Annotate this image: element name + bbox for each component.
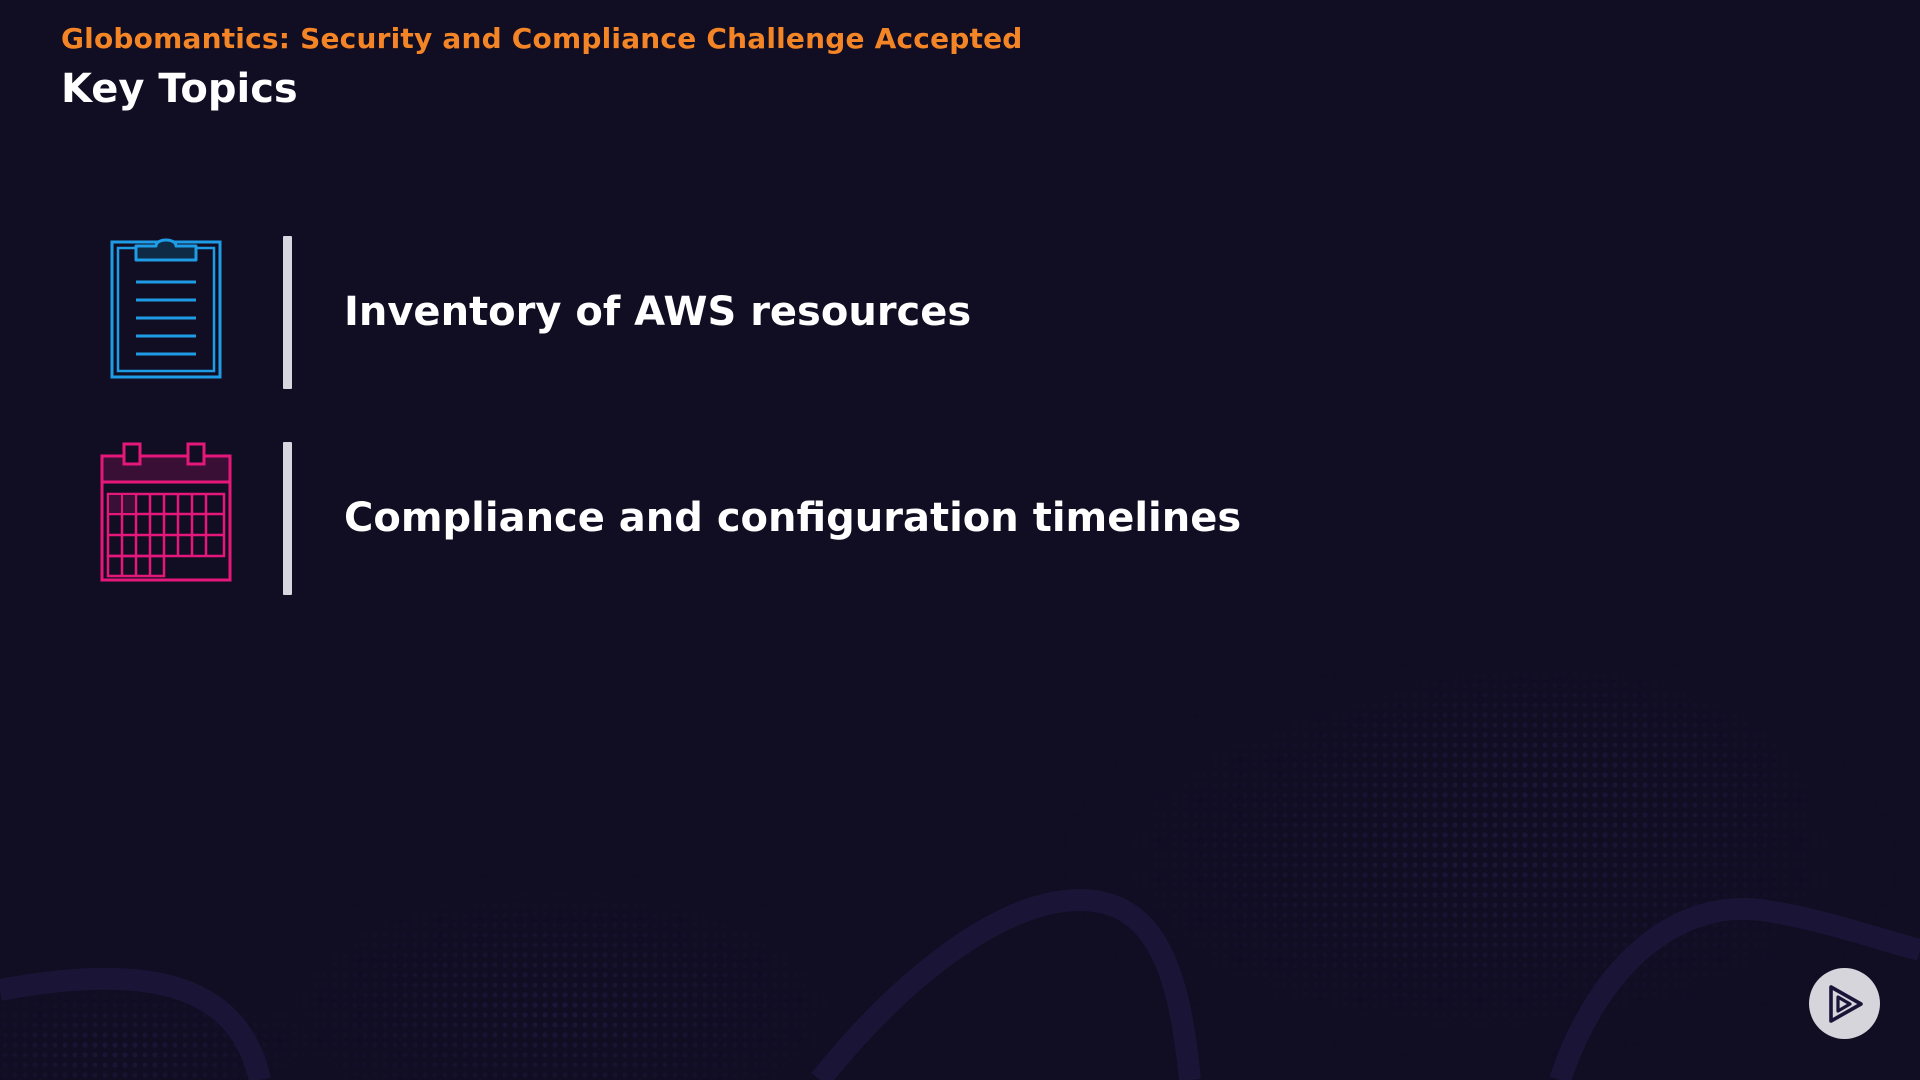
topic-divider: [283, 236, 292, 389]
clipboard-icon: [96, 234, 236, 389]
calendar-icon: [96, 440, 236, 595]
topic-item-timelines: Compliance and configuration timelines: [0, 440, 1920, 595]
topic-item-inventory: Inventory of AWS resources: [0, 234, 1920, 389]
slide-title: Key Topics: [61, 66, 298, 112]
topic-label: Compliance and configuration timelines: [344, 494, 1242, 541]
course-title: Globomantics: Security and Compliance Ch…: [61, 22, 1023, 55]
topic-divider: [283, 442, 292, 595]
play-logo-icon: [1809, 968, 1880, 1039]
topic-label: Inventory of AWS resources: [344, 288, 972, 335]
